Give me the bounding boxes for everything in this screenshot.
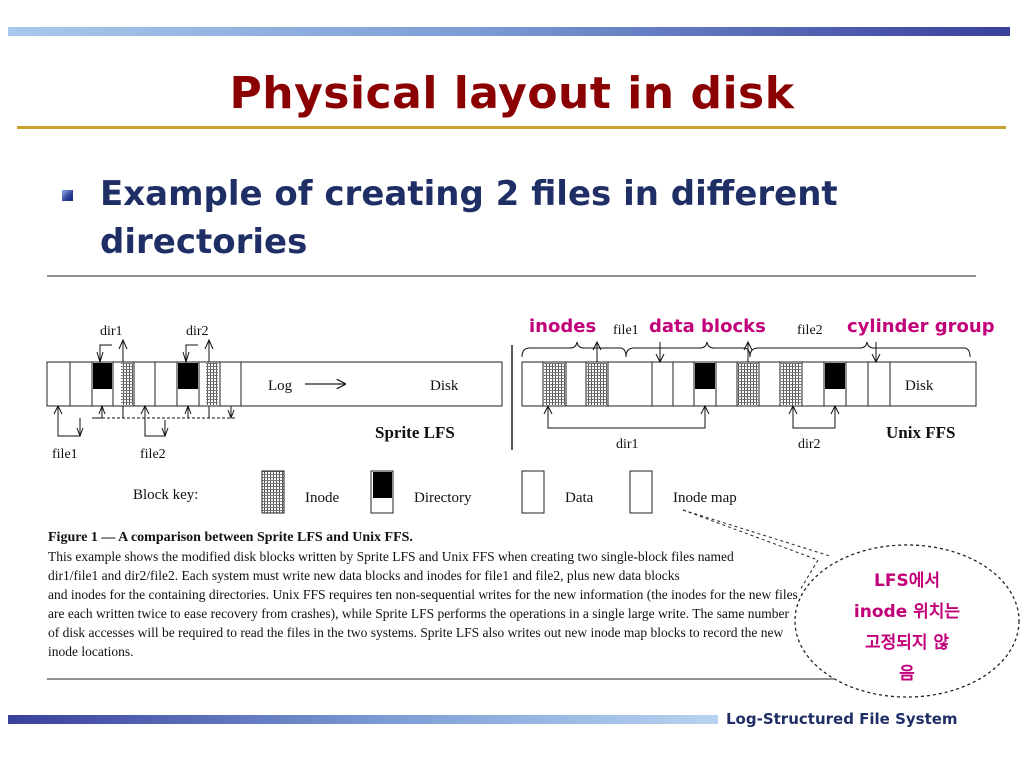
ffs-file2-label: file2: [797, 323, 823, 338]
callout-line: inode 위치는: [853, 602, 961, 622]
ffs-dir1-label: dir1: [616, 437, 639, 452]
lfs-top-arrows: [96, 338, 214, 364]
lfs-dir1-block: [93, 363, 112, 389]
ffs-name-label: Unix FFS: [886, 423, 955, 442]
ffs-arrows: [543, 340, 881, 429]
title-underline: [17, 126, 1006, 129]
block-key-label: Block key:: [133, 487, 198, 503]
ffs-disk-label: Disk: [905, 378, 934, 394]
key-inode-map-swatch: [629, 470, 653, 514]
slide-title: Physical layout in disk: [229, 68, 795, 119]
key-inode-map-label: Inode map: [673, 490, 737, 506]
lfs-log-label: Log: [268, 378, 293, 394]
bottom-decor-bar: [8, 715, 718, 724]
lfs-disk: [46, 361, 503, 407]
caption-line: This example shows the modified disk blo…: [48, 549, 734, 564]
ffs-disk: [521, 361, 977, 407]
data-blocks-annotation: data blocks: [649, 316, 766, 337]
ffs-dir2-label: dir2: [798, 437, 821, 452]
lfs-disk-label: Disk: [430, 378, 459, 394]
ffs-file1-label: file1: [613, 323, 639, 338]
inodes-annotation: inodes: [529, 316, 596, 337]
lfs-dir2-label: dir2: [186, 324, 209, 339]
lfs-inode-block-2: [206, 363, 218, 405]
lfs-inode-block: [121, 363, 133, 405]
ffs-dir1-block: [695, 363, 715, 389]
lfs-file1-label: file1: [52, 447, 78, 462]
key-data-swatch: [521, 470, 545, 514]
cylinder-group-annotation: cylinder group: [847, 316, 995, 337]
ffs-inode-block-2: [587, 363, 607, 405]
caption-line: inode locations.: [48, 644, 134, 659]
key-inode-label: Inode: [305, 490, 339, 506]
caption-line: of disk accesses will be required to rea…: [48, 625, 784, 640]
lfs-bottom-arrows: [53, 404, 235, 438]
bullet-text: Example of creating 2 files in different…: [100, 174, 838, 262]
ffs-inode-block-3: [738, 363, 758, 405]
key-directory-label: Directory: [414, 490, 472, 506]
lfs-file2-label: file2: [140, 447, 166, 462]
lfs-dir2-block: [178, 363, 198, 389]
callout-text: LFS에서 inode 위치는 고정되지 않 음: [812, 566, 1002, 690]
bullet-square-icon: [62, 190, 73, 201]
key-data-label: Data: [565, 490, 594, 506]
ffs-inode-block-1: [544, 363, 565, 405]
callout-line: LFS에서: [874, 571, 940, 591]
ffs-braces: [521, 341, 971, 358]
caption-line: dir1/file1 and dir2/file2. Each system m…: [48, 568, 680, 583]
lfs-dir1-label: dir1: [100, 324, 123, 339]
callout-line: 음: [899, 664, 915, 684]
footer-text: Log-Structured File System: [726, 710, 958, 728]
caption-line: and inodes for the containing directorie…: [48, 587, 798, 602]
key-inode-swatch: [261, 470, 285, 514]
ffs-inode-block-4: [781, 363, 801, 405]
caption-title: Figure 1 — A comparison between Sprite L…: [48, 530, 413, 545]
caption-line: are each written twice to ease recovery …: [48, 606, 789, 621]
ffs-dir2-block: [825, 363, 845, 389]
lfs-name-label: Sprite LFS: [375, 423, 455, 442]
callout-line: 고정되지 않: [864, 633, 950, 653]
top-decor-bar: [8, 27, 1010, 36]
